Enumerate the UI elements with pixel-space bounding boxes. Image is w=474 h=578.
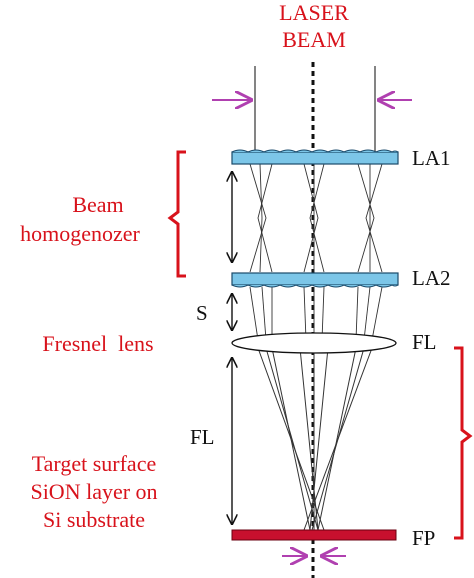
label-homogenozer: homogenozer bbox=[20, 221, 140, 246]
title-line-2: BEAM bbox=[282, 27, 346, 52]
label-target-2: SiON layer on bbox=[30, 479, 157, 504]
fresnel-lens bbox=[231, 332, 397, 354]
label-beam: Beam bbox=[72, 192, 123, 217]
label-la2: LA2 bbox=[412, 266, 451, 290]
label-target-3: Si substrate bbox=[43, 507, 145, 532]
label-s: S bbox=[196, 301, 208, 325]
label-fl: FL bbox=[412, 330, 437, 354]
lens-array-la1 bbox=[231, 149, 399, 165]
bracket-homogenizer bbox=[167, 150, 186, 278]
bracket-focus bbox=[454, 346, 473, 540]
label-target-1: Target surface bbox=[32, 451, 156, 476]
focusing-rays bbox=[257, 347, 373, 531]
label-la1: LA1 bbox=[412, 146, 451, 170]
label-fl-dim: FL bbox=[190, 425, 215, 449]
homogenizer-rays bbox=[249, 163, 383, 273]
target-plate bbox=[231, 529, 397, 541]
lens-array-la2 bbox=[231, 272, 399, 288]
label-fp: FP bbox=[412, 526, 435, 550]
label-fresnel-lens: Fresnel lens bbox=[42, 331, 153, 356]
title-line-1: LASER bbox=[279, 0, 349, 25]
rays-to-fresnel bbox=[249, 286, 383, 341]
